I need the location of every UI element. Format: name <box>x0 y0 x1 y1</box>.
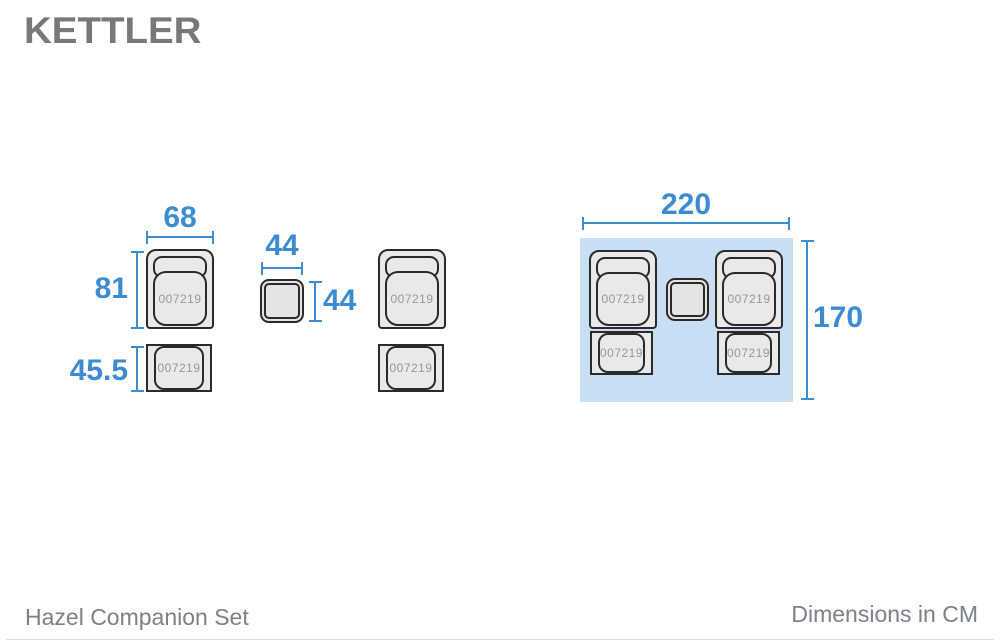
dim-label-set-depth: 170 <box>813 301 864 334</box>
set-side-table <box>666 278 709 321</box>
product-code-label: 007219 <box>726 346 771 360</box>
footstool-cushion: 007219 <box>386 346 436 390</box>
footstool-cushion: 007219 <box>598 333 645 373</box>
dim-label-chair-width: 68 <box>163 201 197 234</box>
chair-seat-cushion: 007219 <box>722 272 776 326</box>
product-code-label: 007219 <box>157 361 201 375</box>
product-code-label: 007219 <box>389 361 433 375</box>
dim-line-set-depth <box>801 240 814 400</box>
dim-label-set-width: 220 <box>660 188 712 221</box>
footstool-top-view: 007219 <box>378 344 444 392</box>
dim-label-table-width: 44 <box>265 229 299 262</box>
dim-line-set-width <box>582 217 790 230</box>
set-footstool-left: 007219 <box>590 331 653 375</box>
dim-line-chair-depth <box>131 251 144 329</box>
chair-seat-cushion: 007219 <box>596 272 650 326</box>
product-code-label: 007219 <box>158 291 202 306</box>
product-name: Hazel Companion Set <box>25 604 249 630</box>
product-code-label: 007219 <box>390 291 434 306</box>
product-code-label: 007219 <box>601 292 645 306</box>
set-chair-left: 007219 <box>589 250 657 329</box>
dim-line-stool-depth <box>131 346 144 392</box>
dim-line-chair-width <box>146 231 214 244</box>
kettler-logo: KETTLER <box>24 10 202 51</box>
footstool-cushion: 007219 <box>725 333 772 373</box>
side-table-top <box>264 283 300 319</box>
dim-line-table-depth <box>309 281 322 322</box>
chair-seat-cushion: 007219 <box>385 271 439 326</box>
side-table-top-view <box>260 279 304 323</box>
footstool-cushion: 007219 <box>154 346 204 390</box>
footstool-top-view: 007219 <box>146 344 212 392</box>
side-table-top <box>670 282 705 317</box>
chair-top-view: 007219 <box>146 249 214 329</box>
product-code-label: 007219 <box>599 346 644 360</box>
dim-label-table-depth: 44 <box>323 284 357 317</box>
dim-label-stool-depth: 45.5 <box>69 354 128 387</box>
dim-line-table-width <box>261 262 303 275</box>
chair-top-view: 007219 <box>378 249 446 329</box>
chair-seat-cushion: 007219 <box>153 271 207 326</box>
set-chair-right: 007219 <box>715 250 783 329</box>
dim-label-chair-depth: 81 <box>94 272 128 305</box>
set-footstool-right: 007219 <box>717 331 780 375</box>
units-note: Dimensions in CM <box>791 601 978 627</box>
product-code-label: 007219 <box>727 292 771 306</box>
bottom-divider <box>6 639 994 640</box>
